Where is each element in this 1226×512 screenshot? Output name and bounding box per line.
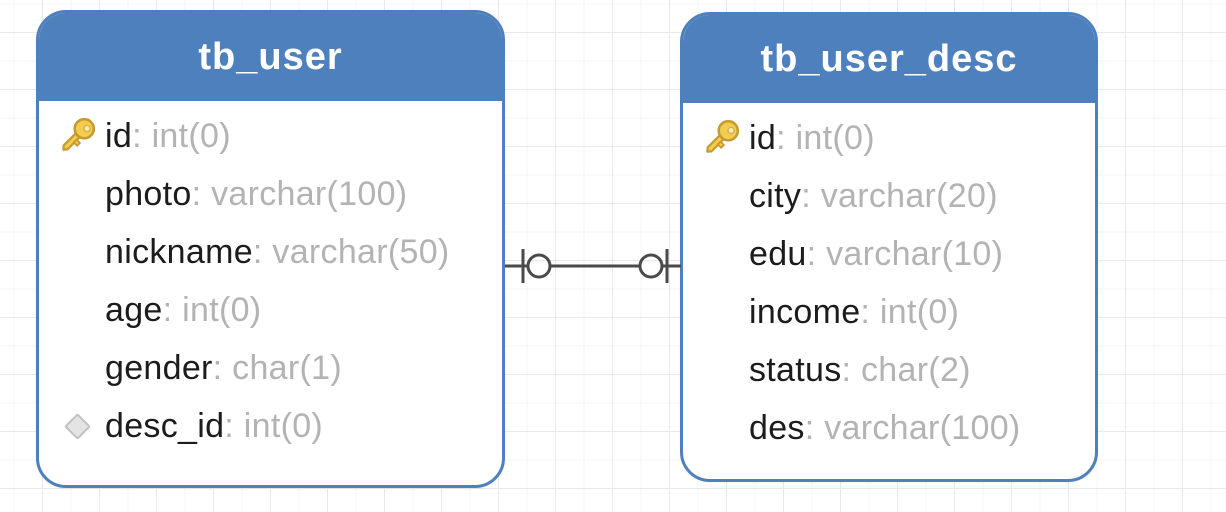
field-name: desc_id [105,406,225,445]
field-icon-placeholder [49,170,105,218]
field-type: : char(2) [841,350,971,389]
field-name: status [749,350,842,389]
field-row-edu[interactable]: edu: varchar(10) [683,225,1095,283]
field-icon-placeholder [49,286,105,334]
zero-circle-icon-right [638,253,664,279]
field-icon-placeholder [49,344,105,392]
field-row-des[interactable]: des: varchar(100) [683,399,1095,457]
field-name: edu [749,234,807,273]
field-row-gender[interactable]: gender: char(1) [39,339,502,397]
field-row-id[interactable]: id: int(0) [39,107,502,165]
field-row-photo[interactable]: photo: varchar(100) [39,165,502,223]
field-name: city [749,176,802,215]
entity-title: tb_user [198,35,343,78]
field-icon-placeholder [693,346,749,394]
field-name: nickname [105,232,253,271]
field-name: photo [105,174,192,213]
field-row-desc_id[interactable]: desc_id: int(0) [39,397,502,455]
foreign-key-icon [49,402,105,450]
field-name: gender [105,348,213,387]
primary-key-icon [693,114,749,162]
field-name: income [749,292,861,331]
field-type: : int(0) [860,292,960,331]
field-name: age [105,290,163,329]
field-name: des [749,408,805,447]
field-type: : varchar(50) [252,232,450,271]
field-type: : int(0) [224,406,324,445]
field-row-income[interactable]: income: int(0) [683,283,1095,341]
field-name: id [105,116,133,155]
relationship-connector[interactable] [505,236,681,296]
field-row-age[interactable]: age: int(0) [39,281,502,339]
primary-key-icon [49,112,105,160]
field-icon-placeholder [693,404,749,452]
entity-tb-user[interactable]: tb_user id: int(0)photo: varchar(100)nic… [36,10,505,488]
field-type: : char(1) [212,348,342,387]
entity-field-list: id: int(0)city: varchar(20)edu: varchar(… [683,103,1095,457]
field-row-id[interactable]: id: int(0) [683,109,1095,167]
field-type: : int(0) [132,116,231,155]
field-name: id [749,118,777,157]
field-row-nickname[interactable]: nickname: varchar(50) [39,223,502,281]
field-type: : varchar(20) [801,176,998,215]
field-icon-placeholder [693,172,749,220]
zero-circle-icon-left [526,253,552,279]
field-type: : varchar(100) [191,174,408,213]
field-type: : int(0) [776,118,875,157]
field-row-status[interactable]: status: char(2) [683,341,1095,399]
entity-header[interactable]: tb_user [39,13,502,101]
field-row-city[interactable]: city: varchar(20) [683,167,1095,225]
field-type: : varchar(100) [804,408,1021,447]
entity-title: tb_user_desc [760,37,1018,80]
field-icon-placeholder [49,228,105,276]
entity-tb-user-desc[interactable]: tb_user_desc id: int(0)city: varchar(20)… [680,12,1098,482]
field-icon-placeholder [693,288,749,336]
field-type: : varchar(10) [806,234,1004,273]
field-type: : int(0) [162,290,262,329]
entity-header[interactable]: tb_user_desc [683,15,1095,103]
entity-field-list: id: int(0)photo: varchar(100)nickname: v… [39,101,502,455]
field-icon-placeholder [693,230,749,278]
